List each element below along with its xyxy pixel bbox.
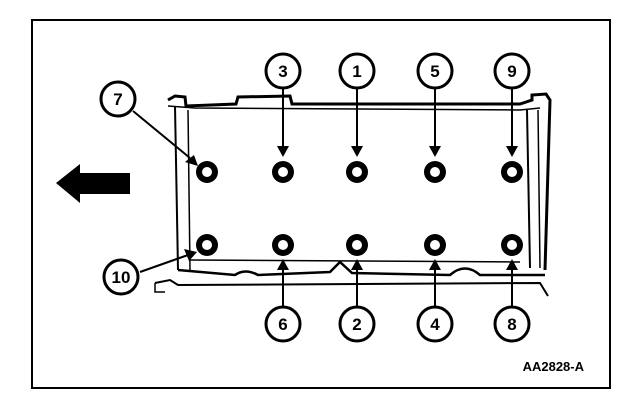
callout-label: 7 [113,90,122,109]
callouts: 3 1 5 9 7 10 6 2 4 8 [99,52,531,343]
callout-label: 2 [352,315,361,334]
leader-arrows [132,89,518,306]
callout-3: 3 [264,52,302,90]
callout-label: 10 [112,268,131,287]
callout-1: 1 [338,52,376,90]
arrow-left-icon [56,164,130,203]
bolt-head-icon [501,161,523,183]
callout-7: 7 [99,80,137,118]
bolt-head-icon [424,161,446,183]
callout-4: 4 [416,305,454,343]
callout-5: 5 [416,52,454,90]
callout-8: 8 [493,305,531,343]
bolt-head-icon [272,234,294,256]
bolt-head-icon [196,234,218,256]
callout-label: 1 [352,62,361,81]
callout-label: 3 [278,62,287,81]
callout-6: 6 [264,305,302,343]
figure-code: AA2828-A [523,359,585,374]
callout-label: 5 [430,62,439,81]
bolt-head-icon [501,234,523,256]
bolt-head-icon [424,234,446,256]
bolt-head-icon [346,234,368,256]
bolt-head-icon [346,161,368,183]
bolt-head-icon [196,161,218,183]
figure-frame [31,19,611,389]
bolt-heads [196,161,523,256]
callout-label: 8 [507,315,516,334]
callout-label: 6 [278,315,287,334]
callout-10: 10 [102,258,140,296]
callout-label: 4 [430,315,440,334]
callout-2: 2 [338,305,376,343]
bolt-head-icon [272,161,294,183]
callout-9: 9 [493,52,531,90]
cylinder-head-outline [154,92,552,297]
callout-label: 9 [507,62,516,81]
